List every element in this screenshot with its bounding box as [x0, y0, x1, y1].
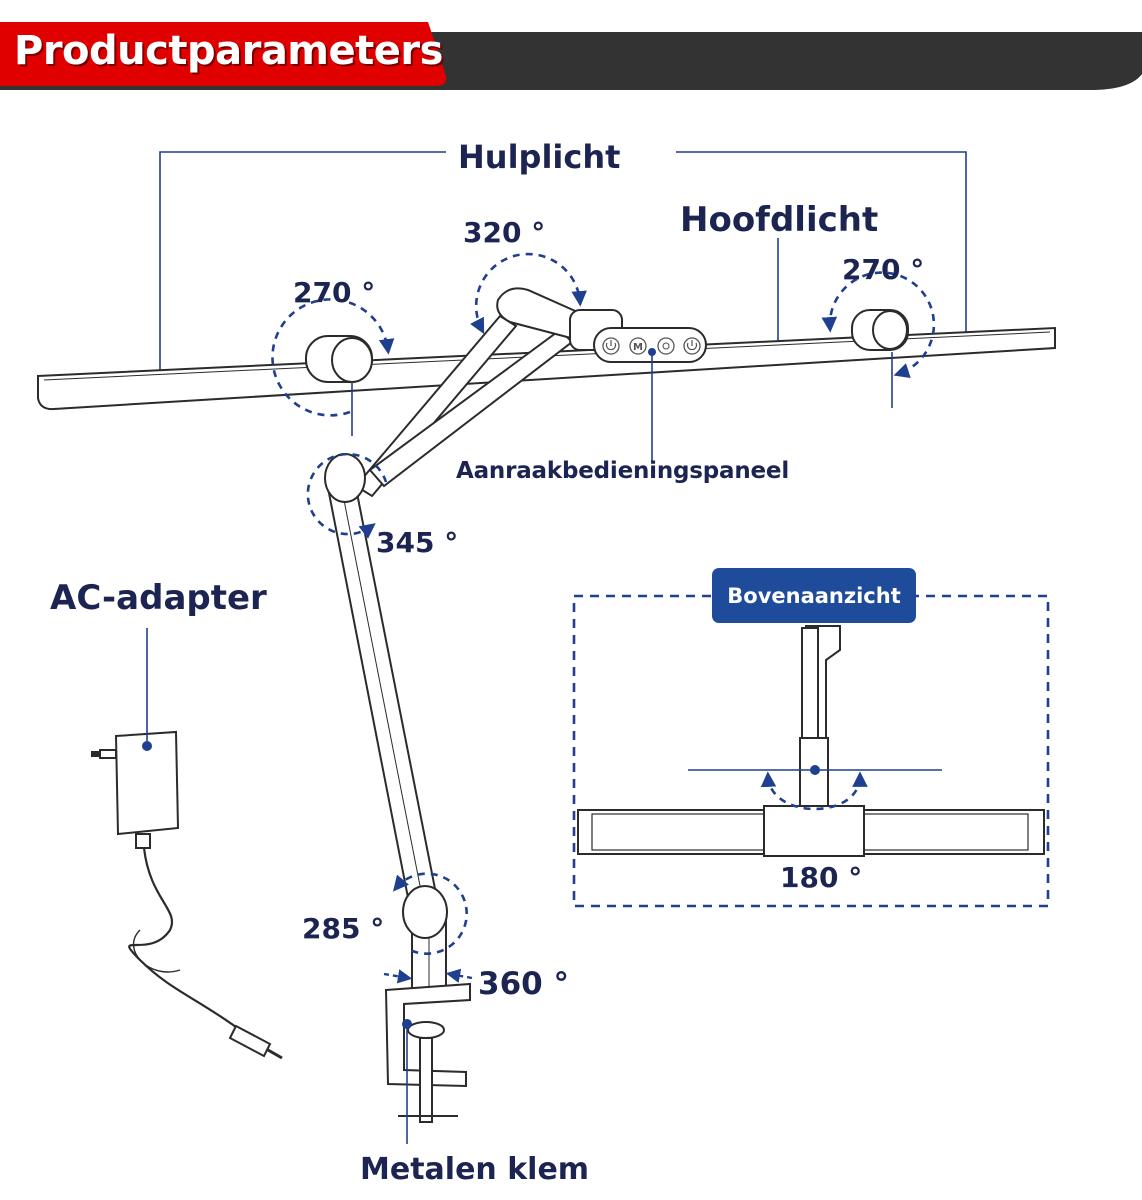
ac-adapter-callout: [142, 628, 152, 751]
main-light-callout: [773, 238, 783, 357]
ac-adapter: [91, 730, 283, 1060]
mode-icon: M: [629, 337, 647, 355]
ac-adapter-label: AC-adapter: [50, 578, 267, 618]
top-view-inset: [572, 594, 1050, 908]
right-hinge: [821, 271, 936, 408]
header-banner: [0, 22, 1142, 90]
power-icon: [602, 337, 620, 355]
touch-panel-label: Aanraakbedieningspaneel: [456, 458, 790, 484]
elbow-joint: [306, 452, 388, 539]
metal-clamp: [384, 982, 471, 1123]
metal-clamp-label: Metalen klem: [360, 1152, 590, 1187]
right-hinge-angle: 270 °: [842, 253, 925, 286]
top-view-rotation-angle: 180 °: [780, 861, 863, 894]
touch-panel: M: [569, 309, 707, 462]
base-rotation-angle: 360 °: [478, 966, 570, 1002]
page-title: Productparameters: [14, 28, 443, 74]
lower-joint: [383, 872, 473, 999]
metal-clamp-callout: [402, 1019, 412, 1144]
center-hinge-angle: 320 °: [463, 216, 546, 249]
lower-joint-angle: 285 °: [302, 912, 385, 945]
left-hinge-angle: 270 °: [293, 276, 376, 309]
power-icon: [683, 337, 701, 355]
brightness-icon: [657, 337, 675, 355]
elbow-angle: 345 °: [376, 526, 459, 559]
main-light-label: Hoofdlicht: [680, 200, 879, 240]
auxiliary-light-label: Hulplicht: [458, 138, 621, 176]
svg-text:M: M: [633, 342, 643, 353]
top-view-badge: Bovenaanzicht: [712, 568, 916, 623]
left-hinge: [271, 298, 395, 436]
